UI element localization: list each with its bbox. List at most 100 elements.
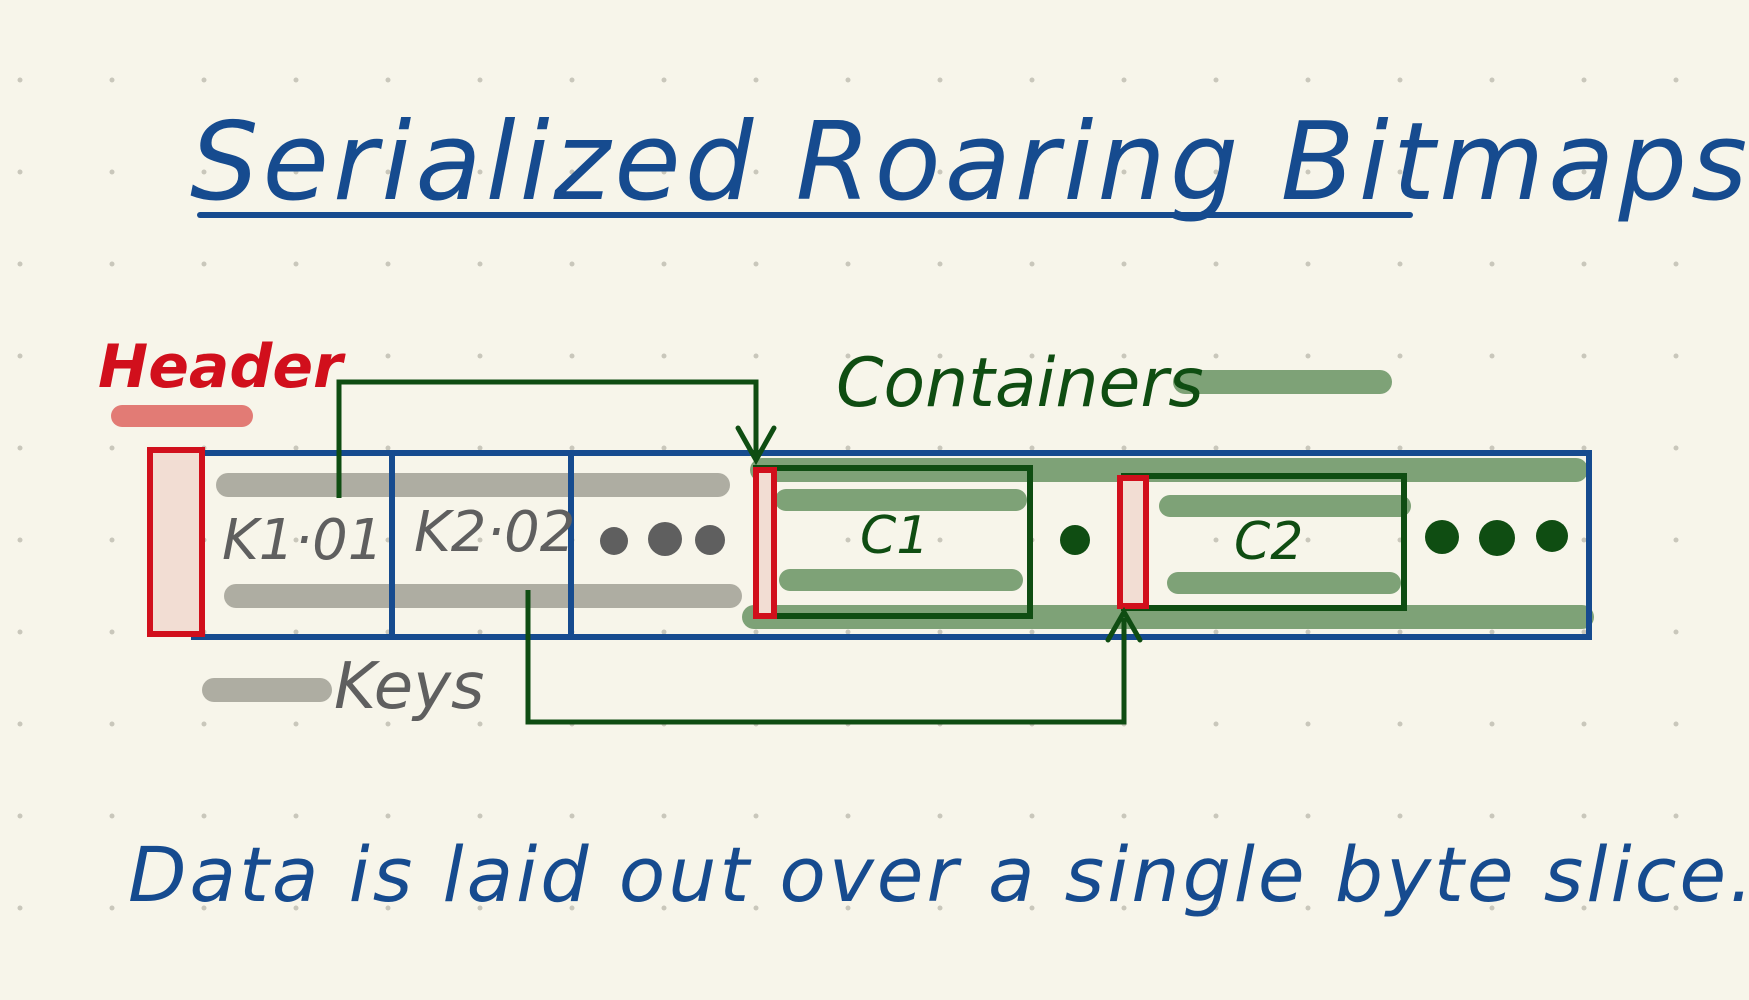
grid-dot (1029, 77, 1035, 83)
grid-dot (1489, 629, 1495, 635)
grid-dot (569, 813, 575, 819)
grid-dot (109, 905, 115, 911)
grid-dot (1673, 353, 1679, 359)
grid-dot (1673, 77, 1679, 83)
grid-dot (753, 905, 759, 911)
grid-dot (1305, 77, 1311, 83)
grid-dot (293, 537, 299, 543)
grid-dot (845, 169, 851, 175)
grid-dot (385, 905, 391, 911)
grid-dot (569, 353, 575, 359)
grid-dot (1121, 353, 1127, 359)
grid-dot (1489, 905, 1495, 911)
grid-dot (1213, 629, 1219, 635)
grid-dot (1397, 721, 1403, 727)
grid-dot (937, 169, 943, 175)
grid-dot (17, 629, 23, 635)
grid-dot (1305, 629, 1311, 635)
grid-dot (385, 169, 391, 175)
grid-dot (1673, 261, 1679, 267)
grid-dot (293, 905, 299, 911)
grid-dot (201, 905, 207, 911)
grid-dot (1581, 445, 1587, 451)
grid-dot (1305, 353, 1311, 359)
diagram-title: Serialized Roaring Bitmaps (190, 100, 1749, 225)
grid-dot (293, 261, 299, 267)
grid-dot (109, 721, 115, 727)
grid-dot (109, 813, 115, 819)
grid-dot (1673, 629, 1679, 635)
grid-dot (1397, 629, 1403, 635)
grid-dot (1673, 169, 1679, 175)
grid-dot (1581, 629, 1587, 635)
grid-dot (1489, 813, 1495, 819)
grid-dot (1305, 445, 1311, 451)
grid-dot (1029, 813, 1035, 819)
grid-dot (845, 77, 851, 83)
keys-label: Keys (334, 650, 485, 724)
grid-dot (109, 537, 115, 543)
keys-ellipsis-dot-1 (600, 527, 628, 555)
container-c2-text: C2 (1234, 512, 1304, 572)
grid-dot (1121, 169, 1127, 175)
grid-dot (17, 169, 23, 175)
grid-dot (1121, 261, 1127, 267)
grid-dot (201, 169, 207, 175)
grid-dot (17, 905, 23, 911)
grid-dot (1397, 905, 1403, 911)
grid-dot (1581, 77, 1587, 83)
grid-dot (1029, 905, 1035, 911)
grid-dot (661, 77, 667, 83)
grid-dot (17, 77, 23, 83)
grid-dot (293, 169, 299, 175)
grid-dot (1213, 169, 1219, 175)
grid-dot (1305, 261, 1311, 267)
grid-dot (753, 77, 759, 83)
grid-dot (845, 537, 851, 543)
arrow-k1-to-c1-head (735, 425, 777, 466)
grid-dot (293, 721, 299, 727)
grid-dot (661, 905, 667, 911)
grid-dot (845, 261, 851, 267)
grid-dot (1581, 261, 1587, 267)
grid-dot (385, 721, 391, 727)
grid-dot (477, 77, 483, 83)
grid-dot (661, 629, 667, 635)
grid-dot (1397, 169, 1403, 175)
grid-dot (1213, 905, 1219, 911)
grid-dot (1397, 77, 1403, 83)
grid-dot (1305, 169, 1311, 175)
grid-dot (1397, 813, 1403, 819)
grid-dot (385, 813, 391, 819)
grid-dot (845, 353, 851, 359)
container-c2-header (1117, 475, 1149, 609)
trailing-ellipsis-dot-3 (1536, 520, 1568, 552)
grid-dot (477, 353, 483, 359)
grid-dot (1673, 537, 1679, 543)
grid-dot (937, 629, 943, 635)
grid-dot (293, 445, 299, 451)
keys-ellipsis-dot-3 (695, 525, 725, 555)
grid-dot (1213, 445, 1219, 451)
grid-dot (1489, 721, 1495, 727)
grid-dot (753, 169, 759, 175)
grid-dot (661, 445, 667, 451)
grid-dot (1213, 261, 1219, 267)
grid-dot (201, 721, 207, 727)
grid-dot (1673, 905, 1679, 911)
grid-dot (569, 261, 575, 267)
grid-dot (937, 445, 943, 451)
grid-dot (753, 813, 759, 819)
arrow-k2-to-c2-head (1105, 606, 1143, 643)
grid-dot (477, 537, 483, 543)
grid-dot (1029, 629, 1035, 635)
grid-dot (1029, 353, 1035, 359)
grid-dot (937, 537, 943, 543)
grid-dot (569, 77, 575, 83)
grid-dot (17, 261, 23, 267)
grid-dot (1489, 353, 1495, 359)
grid-dot (385, 77, 391, 83)
grid-dot (569, 905, 575, 911)
grid-dot (109, 353, 115, 359)
grid-dot (937, 77, 943, 83)
